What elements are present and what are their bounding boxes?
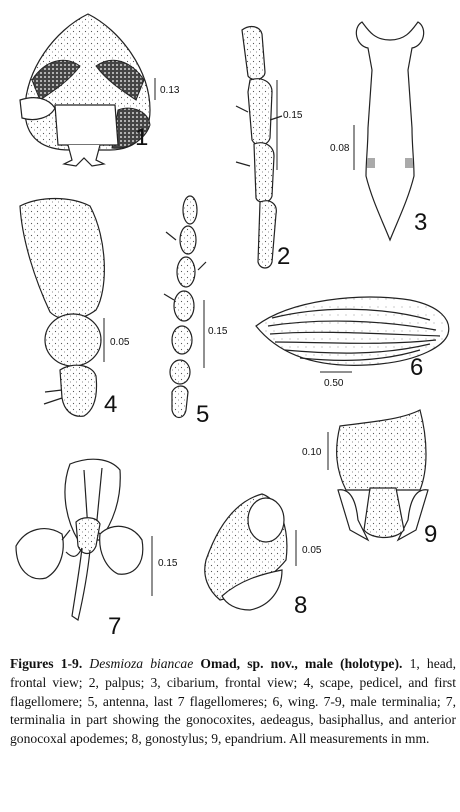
figure-number-8: 8: [294, 592, 307, 619]
figure-2-palpus: 0.15 2: [235, 25, 303, 270]
figure-number-5: 5: [196, 401, 209, 428]
figure-plate: 0.13 1 0.15 2 0.08 3 0.05 4: [15, 13, 450, 640]
figure-1-head: 0.13 1: [19, 13, 180, 167]
figure-number-9: 9: [424, 521, 437, 548]
caption-species: Desmioza biancae: [89, 656, 194, 671]
scale-label-fig6: 0.50: [324, 378, 344, 389]
scale-label-fig1: 0.13: [160, 85, 180, 96]
figure-number-7: 7: [108, 613, 121, 640]
caption-lead: Figures 1-9.: [10, 656, 83, 671]
scale-label-fig4: 0.05: [110, 337, 130, 348]
scale-label-fig8: 0.05: [302, 545, 322, 556]
caption-authority: Omad, sp. nov., male (holotype).: [193, 656, 403, 671]
figure-8-gonostylus: 0.05 8: [204, 493, 322, 619]
figure-9-epandrium: 0.10 9: [302, 409, 437, 548]
scale-label-fig9: 0.10: [302, 447, 322, 458]
scale-label-fig7: 0.15: [158, 558, 178, 569]
figure-caption: Figures 1-9. Desmioza biancae Omad, sp. …: [10, 655, 456, 749]
figure-4-scape-pedicel: 0.05 4: [19, 197, 130, 418]
scale-label-fig3: 0.08: [330, 143, 350, 154]
figure-number-1: 1: [135, 124, 148, 151]
scale-label-fig5: 0.15: [208, 326, 228, 337]
figure-6-wing: 0.50 6: [255, 296, 450, 389]
figure-7-terminalia: 0.15 7: [15, 458, 178, 640]
scale-label-fig2: 0.15: [283, 110, 303, 121]
figure-number-4: 4: [104, 391, 117, 418]
figure-3-cibarium: 0.08 3: [330, 21, 427, 242]
figure-number-3: 3: [414, 209, 427, 236]
figure-5-antenna: 0.15 5: [163, 195, 228, 428]
caption-body: 1, head, frontal view; 2, palpus; 3, cib…: [10, 656, 456, 747]
figure-number-6: 6: [410, 354, 423, 381]
figure-number-2: 2: [277, 243, 290, 270]
